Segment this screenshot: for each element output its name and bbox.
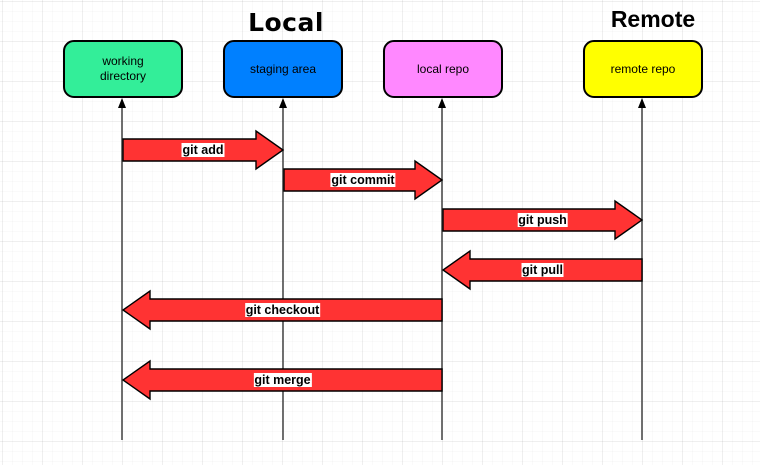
node-label-line-1: working bbox=[102, 54, 144, 68]
node-label-staging-area: staging area bbox=[249, 61, 317, 76]
lifeline-arrowhead-staging-area bbox=[279, 98, 287, 108]
node-label-working-directory: working directory bbox=[100, 54, 146, 84]
node-remote-repo[interactable]: remote repo bbox=[583, 40, 703, 98]
remote-group-title: Remote bbox=[610, 6, 696, 32]
node-working-directory[interactable]: working directory bbox=[63, 40, 183, 98]
node-label-line-2: directory bbox=[99, 69, 146, 83]
lifeline-arrowhead-working-directory bbox=[118, 98, 126, 108]
node-label-local-repo: local repo bbox=[416, 61, 470, 76]
local-group-title: Local bbox=[248, 8, 324, 37]
message-arrow-group bbox=[121, 129, 644, 401]
message-label-git-pull: git pull bbox=[521, 263, 564, 277]
node-label-remote-repo: remote repo bbox=[610, 61, 676, 76]
lifeline-arrowhead-remote-repo bbox=[638, 98, 646, 108]
node-local-repo[interactable]: local repo bbox=[383, 40, 503, 98]
message-label-git-commit: git commit bbox=[330, 173, 396, 187]
message-label-git-checkout: git checkout bbox=[244, 303, 321, 317]
lifeline-arrowhead-local-repo bbox=[438, 98, 446, 108]
node-staging-area[interactable]: staging area bbox=[223, 40, 343, 98]
message-label-git-merge: git merge bbox=[253, 373, 312, 387]
message-label-git-push: git push bbox=[517, 213, 568, 227]
message-label-git-add: git add bbox=[181, 143, 225, 157]
